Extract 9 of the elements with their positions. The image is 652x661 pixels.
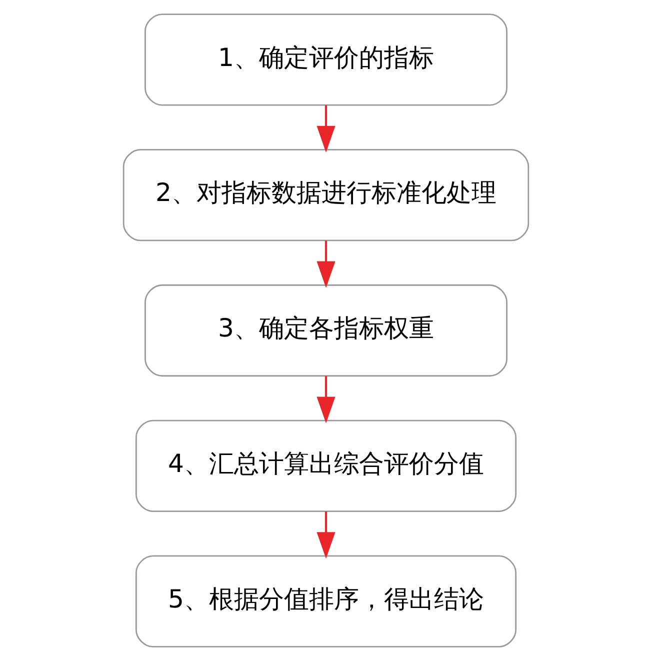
arrow [316,105,336,152]
node-box: 4、汇总计算出综合评价分值 [135,420,517,512]
arrow [316,376,336,424]
node-box: 1、确定评价的指标 [144,14,508,106]
node-box: 5、根据分值排序，得出结论 [135,555,517,648]
arrow [316,511,336,559]
node-box: 2、对指标数据进行标准化处理 [122,149,530,242]
node-box: 3、确定各指标权重 [144,284,508,377]
arrow [316,240,336,288]
